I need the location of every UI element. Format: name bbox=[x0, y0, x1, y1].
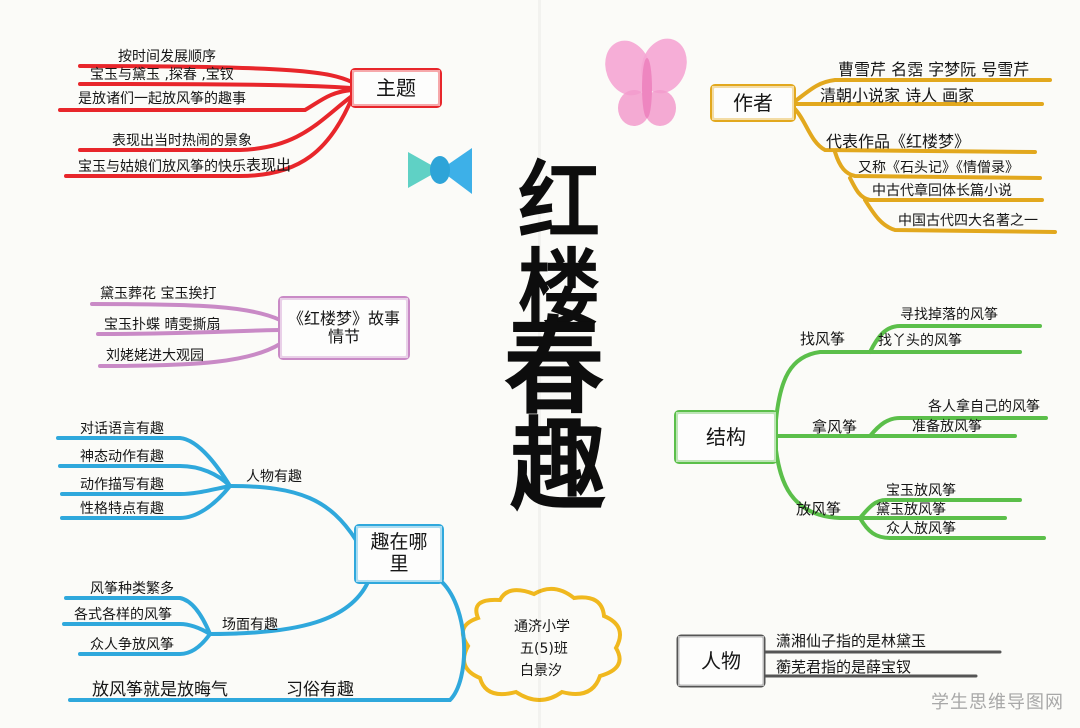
structure-sub-label: 放风筝 bbox=[796, 500, 842, 518]
story-item: 刘姥姥进大观园 bbox=[106, 348, 204, 364]
structure-sub-item: 各人拿自己的风筝 bbox=[928, 399, 1040, 415]
structure-sub-label: 拿风筝 bbox=[812, 418, 858, 436]
bowtie-icon bbox=[408, 148, 472, 194]
theme-note: 表现出 bbox=[246, 156, 292, 174]
story-item: 黛玉葬花 宝玉挨打 bbox=[100, 286, 217, 302]
fun-sub-item: 各式各样的风筝 bbox=[74, 607, 172, 623]
fun-sub-label: 人物有趣 bbox=[246, 469, 302, 485]
cloud-shape bbox=[460, 586, 622, 702]
story-item: 宝玉扑蝶 晴雯撕扇 bbox=[104, 317, 221, 333]
fun-bottom-item: 习俗有趣 bbox=[286, 680, 354, 700]
theme-item: 宝玉与黛玉 ,探春 ,宝钗 bbox=[90, 67, 234, 83]
theme-node: 主题 bbox=[352, 70, 440, 106]
structure-sub-label: 找风筝 bbox=[800, 330, 846, 348]
author-item: 中国古代四大名著之一 bbox=[898, 213, 1038, 229]
title-char-1: 红 bbox=[518, 152, 601, 253]
fun-bottom-item: 放风筝就是放晦气 bbox=[92, 680, 228, 700]
structure-node: 结构 bbox=[676, 412, 776, 462]
author-item: 代表作品《红楼梦》 bbox=[826, 132, 971, 151]
title-char-2: 楼 bbox=[518, 240, 601, 341]
structure-sub-item: 准备放风筝 bbox=[912, 419, 982, 435]
cloud-line: 五(5)班 bbox=[520, 641, 568, 657]
structure-sub-item: 黛玉放风筝 bbox=[876, 502, 946, 518]
fun-node: 趣在哪里 bbox=[356, 526, 442, 582]
author-item: 曹雪芹 名霑 字梦阮 号雪芹 bbox=[838, 60, 1030, 79]
theme-item: 按时间发展顺序 bbox=[118, 49, 216, 65]
author-item: 又称《石头记》《情僧录》 bbox=[858, 160, 1019, 176]
characters-item: 蘅芜君指的是薛宝钗 bbox=[776, 658, 912, 676]
author-branch bbox=[710, 78, 1057, 234]
title-char-4: 趣 bbox=[510, 407, 606, 525]
characters-node: 人物 bbox=[678, 636, 764, 686]
fun-sub-item: 神态动作有趣 bbox=[80, 449, 164, 465]
butterfly-icon bbox=[605, 38, 687, 126]
structure-sub-item: 宝玉放风筝 bbox=[886, 483, 956, 499]
structure-sub-item: 众人放风筝 bbox=[886, 521, 956, 537]
author-item: 中古代章回体长篇小说 bbox=[872, 183, 1012, 199]
fun-branch bbox=[56, 436, 467, 702]
story-node: 《红楼梦》故事情节 bbox=[280, 298, 408, 358]
fun-sub-item: 对话语言有趣 bbox=[80, 421, 164, 437]
structure-branch bbox=[674, 324, 1048, 540]
author-node: 作者 bbox=[712, 86, 794, 120]
watermark: 学生思维导图网 bbox=[931, 692, 1064, 713]
fun-sub-item: 众人争放风筝 bbox=[90, 637, 174, 653]
characters-item: 潇湘仙子指的是林黛玉 bbox=[776, 632, 927, 650]
fun-sub-item: 风筝种类繁多 bbox=[90, 581, 174, 597]
fun-sub-label: 场面有趣 bbox=[222, 617, 278, 633]
fun-sub-item: 性格特点有趣 bbox=[80, 501, 164, 517]
title-char-3: 春 bbox=[504, 306, 604, 429]
structure-sub-item: 找丫头的风筝 bbox=[878, 333, 962, 349]
cloud-line: 通济小学 bbox=[514, 619, 570, 635]
structure-sub-item: 寻找掉落的风筝 bbox=[900, 307, 998, 323]
theme-item: 表现出当时热闹的景象 bbox=[112, 133, 252, 149]
author-item: 清朝小说家 诗人 画家 bbox=[820, 86, 975, 105]
cloud-line: 白景汐 bbox=[520, 663, 562, 679]
fun-sub-item: 动作描写有趣 bbox=[80, 477, 164, 493]
theme-item: 是放诸们一起放风筝的趣事 bbox=[78, 91, 246, 107]
theme-item: 宝玉与姑娘们放风筝的快乐 bbox=[78, 159, 246, 175]
